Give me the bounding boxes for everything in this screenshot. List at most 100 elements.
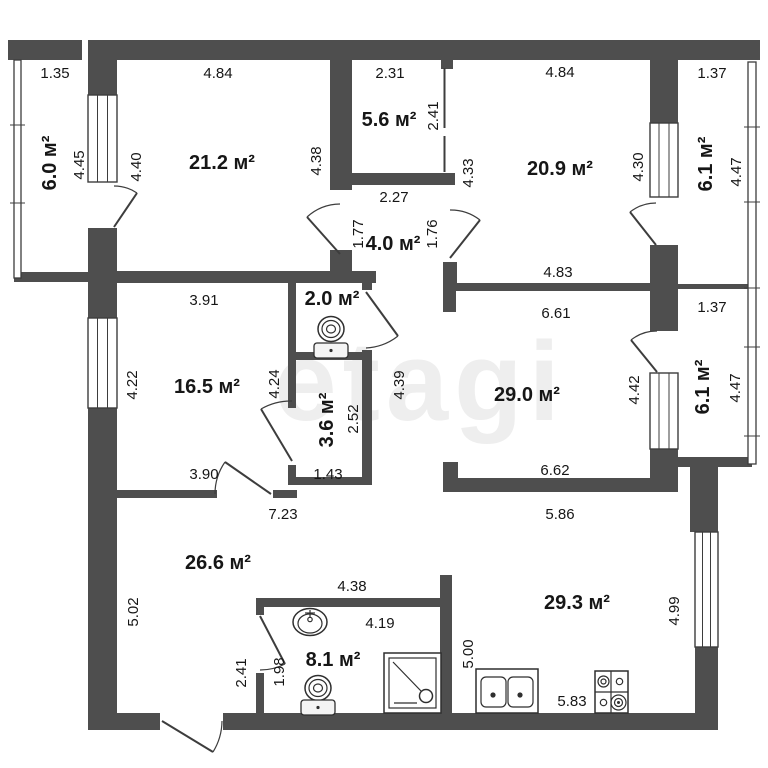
room-area-label: 29.3 м²: [544, 592, 610, 614]
wall-segment: [256, 607, 264, 615]
dimension-label: 3.91: [189, 292, 218, 309]
wall-segment: [8, 40, 82, 60]
shower-icon: [383, 652, 442, 714]
wall-segment: [14, 272, 88, 282]
wall-segment: [362, 283, 372, 290]
wall-segment: [441, 60, 453, 69]
wall-segment: [338, 173, 455, 185]
room-area-label: 29.0 м²: [494, 384, 560, 406]
dimension-label: 2.52: [345, 404, 362, 433]
wall-segment: [440, 575, 452, 713]
room-area-label: 5.6 м²: [362, 109, 417, 131]
stove-icon: [594, 670, 629, 714]
window: [87, 94, 118, 183]
dimension-label: 5.86: [545, 506, 574, 523]
bathroom-door: [259, 615, 286, 671]
dimension-label: 2.41: [233, 658, 250, 687]
wall-segment: [88, 40, 760, 60]
dimension-label: 6.62: [540, 462, 569, 479]
walls: [8, 40, 760, 730]
window: [694, 531, 719, 648]
dimension-label: 4.47: [727, 373, 744, 402]
wall-segment: [256, 673, 264, 713]
room-area-labels: 6.0 м² 21.2 м² 5.6 м² 20.9 м² 6.1 м² 4.0…: [39, 109, 717, 671]
wall-segment: [256, 598, 442, 607]
door-arc: [449, 209, 481, 259]
room-area-label: 4.0 м²: [366, 233, 421, 255]
dimension-label: 1.37: [697, 299, 726, 316]
wall-segment: [288, 278, 296, 360]
wall-segment: [443, 478, 678, 492]
dimension-label: 3.90: [189, 466, 218, 483]
dimension-label: 1.98: [271, 657, 288, 686]
window: [649, 372, 679, 450]
dimension-label: 4.24: [266, 369, 283, 398]
dimension-label: 5.00: [460, 639, 477, 668]
room-area-label: 6.1 м²: [692, 359, 714, 414]
wall-segment: [88, 713, 160, 730]
entrance-door: [161, 720, 223, 753]
wall-segment: [650, 291, 678, 331]
wall-segment: [223, 713, 718, 730]
room-area-label: 21.2 м²: [189, 152, 255, 174]
window: [87, 317, 118, 409]
door-arc: [306, 203, 341, 255]
room-area-label: 26.6 м²: [185, 552, 251, 574]
room-area-label: 16.5 м²: [174, 376, 240, 398]
wall-segment: [288, 360, 296, 408]
balcony-door: [113, 185, 138, 228]
toilet-icon: [313, 315, 349, 359]
wall-segment: [117, 490, 217, 498]
dimension-label: 5.02: [125, 597, 142, 626]
wall-segment: [330, 60, 352, 190]
wall-segment: [88, 60, 117, 95]
room-area-label: 3.6 м²: [316, 392, 338, 447]
dimension-label: 4.38: [308, 146, 325, 175]
dimension-label: 7.23: [268, 506, 297, 523]
dimension-label: 2.31: [375, 65, 404, 82]
dimension-label: 4.42: [626, 375, 643, 404]
dimension-label: 4.99: [666, 596, 683, 625]
wc-door: [365, 291, 399, 349]
dimension-label: 1.35: [40, 65, 69, 82]
dimension-label: 4.45: [71, 150, 88, 179]
room-area-label: 2.0 м²: [305, 288, 360, 310]
dimension-label: 6.61: [541, 305, 570, 322]
wall-segment: [288, 477, 372, 485]
dimension-label: 4.84: [545, 64, 574, 81]
wall-segment: [273, 490, 297, 498]
dimension-label: 4.22: [124, 370, 141, 399]
dimension-label: 4.39: [391, 370, 408, 399]
toilet-icon: [300, 674, 336, 716]
room-area-label: 6.1 м²: [695, 136, 717, 191]
wall-segment: [443, 283, 678, 291]
dimension-label: 4.40: [128, 152, 145, 181]
wall-segment: [443, 291, 456, 312]
dimension-label: 5.83: [557, 693, 586, 710]
wall-segment: [678, 457, 752, 467]
dimension-label: 1.76: [424, 219, 441, 248]
wall-segment: [678, 284, 748, 289]
door-arc: [214, 461, 272, 495]
dimension-label: 1.43: [313, 466, 342, 483]
wall-segment: [117, 271, 376, 283]
wall-segment: [288, 465, 296, 485]
dimension-label: 4.19: [365, 615, 394, 632]
balcony-door: [629, 202, 657, 246]
wall-segment: [690, 463, 718, 532]
dimension-label: 4.84: [203, 65, 232, 82]
kitchen-sink-icon: [475, 668, 539, 714]
dimension-label: 4.33: [460, 158, 477, 187]
dimension-label: 4.30: [630, 152, 647, 181]
dimension-label: 2.41: [425, 101, 442, 130]
dimension-label: 1.77: [350, 219, 367, 248]
balcony-glazing-left: [10, 59, 25, 279]
wall-segment: [362, 360, 372, 485]
balcony-glazing-right: [744, 61, 760, 465]
dimension-label: 4.47: [728, 157, 745, 186]
room-area-label: 6.0 м²: [39, 135, 61, 190]
window: [649, 122, 679, 198]
wall-segment: [650, 245, 678, 291]
room-area-label: 20.9 м²: [527, 158, 593, 180]
